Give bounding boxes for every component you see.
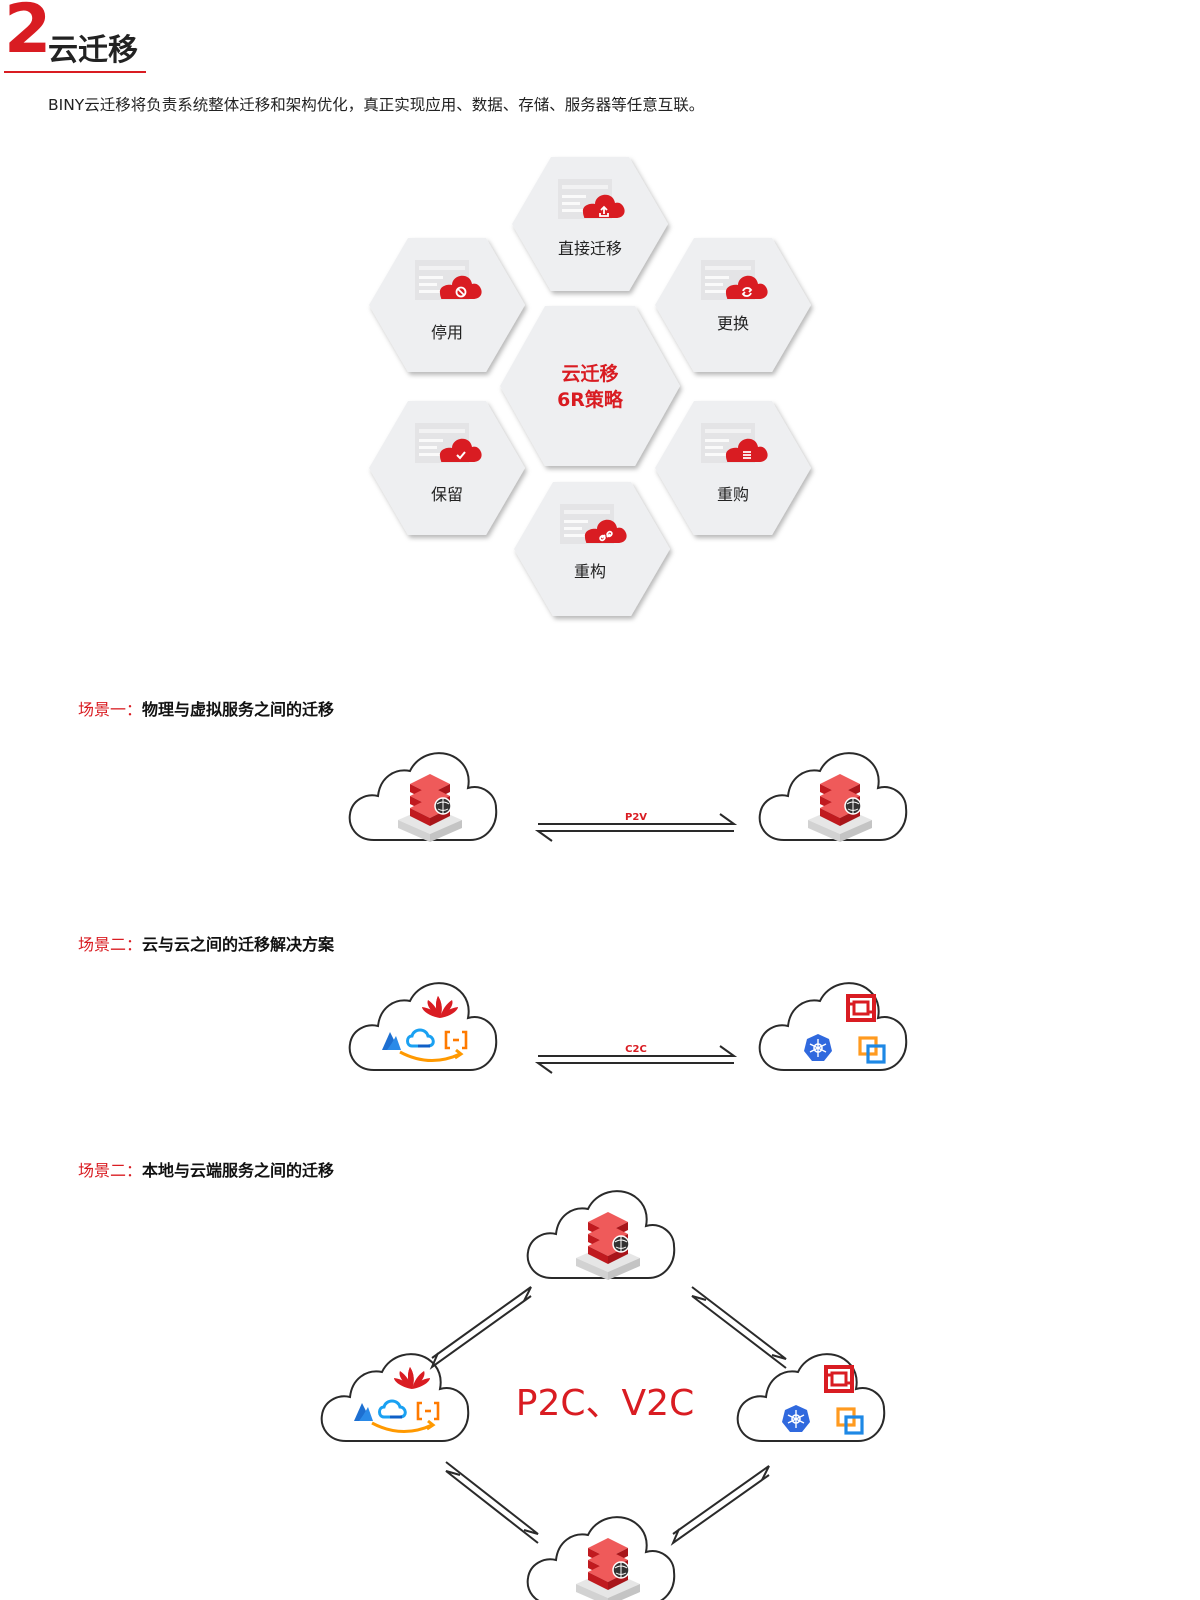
scene-1-diagram: P2V	[348, 752, 908, 843]
strategy-hexagon-diagram: 直接迁移 更换 重购 重构	[0, 0, 1200, 660]
strategy-label-repurchase: 重购	[717, 485, 749, 504]
strategy-label-refactor: 重构	[574, 562, 606, 581]
strategy-hex-retain: 保留	[369, 401, 525, 535]
left-public-cloud	[320, 1353, 470, 1442]
title-underline	[4, 71, 146, 73]
strategy-label-retire: 停用	[431, 323, 463, 342]
strategy-label-retain: 保留	[431, 485, 463, 504]
scene-1-prefix: 场景一：	[78, 700, 143, 719]
strategy-hex-repurchase: 重购	[655, 401, 811, 535]
scene-2-prefix: 场景二：	[78, 935, 143, 954]
private-cloud-target	[758, 982, 908, 1071]
virtual-server-cloud	[758, 752, 908, 843]
p2c-v2c-label: P2C、V2C	[516, 1383, 694, 1424]
scene-3-label: 本地与云端服务之间的迁移	[142, 1161, 335, 1180]
top-server-cloud	[526, 1190, 676, 1281]
strategy-hex-retire: 停用	[369, 238, 525, 372]
scene-2-diagram: C2C	[348, 982, 908, 1074]
bottom-server-cloud	[526, 1516, 676, 1600]
strategy-hex-replace: 更换	[655, 238, 811, 372]
scene-3-prefix: 场景二：	[78, 1161, 143, 1180]
right-private-cloud	[736, 1353, 886, 1442]
strategy-center-subtitle: 6R策略	[557, 388, 624, 411]
section-title: 云迁移	[48, 33, 138, 68]
p2v-label: P2V	[625, 812, 647, 823]
c2c-label: C2C	[625, 1044, 647, 1055]
strategy-hex-refactor: 重构	[514, 482, 670, 616]
scene-3-title: 场景二：本地与云端服务之间的迁移	[78, 1157, 334, 1181]
scene-1-title: 场景一：物理与虚拟服务之间的迁移	[78, 696, 334, 720]
strategy-label-replace: 更换	[717, 314, 749, 333]
strategy-center-title: 云迁移	[561, 362, 618, 385]
migration-scenes-diagram: P2V C2C P2C、V2C	[320, 752, 908, 1600]
section-number: 2	[4, 0, 52, 69]
strategy-label-direct-migration: 直接迁移	[558, 239, 622, 258]
scene-1-label: 物理与虚拟服务之间的迁移	[142, 700, 335, 719]
strategy-hex-direct-migration: 直接迁移	[512, 157, 668, 291]
scene-2-label: 云与云之间的迁移解决方案	[142, 935, 335, 954]
diagonal-arrows	[429, 1286, 787, 1546]
scene-3-diagram: P2C、V2C	[320, 1190, 886, 1600]
public-cloud-source	[348, 982, 498, 1071]
strategy-hex-center: 云迁移 6R策略	[500, 306, 680, 466]
physical-server-cloud	[348, 752, 498, 843]
scene-2-title: 场景二：云与云之间的迁移解决方案	[78, 931, 334, 955]
section-intro: BINY云迁移将负责系统整体迁移和架构优化，真正实现应用、数据、存储、服务器等任…	[48, 96, 705, 114]
